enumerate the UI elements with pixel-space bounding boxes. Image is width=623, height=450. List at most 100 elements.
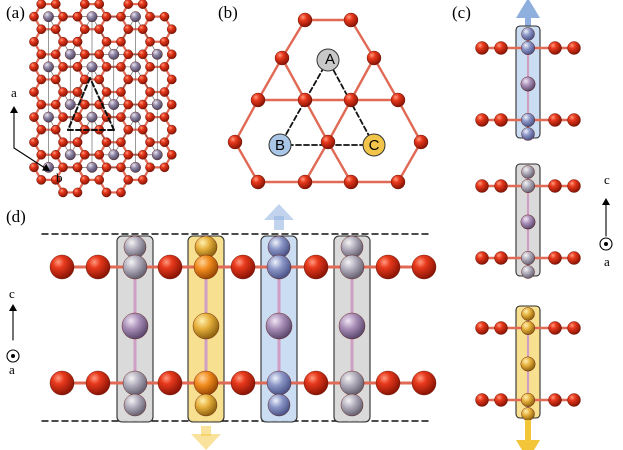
oxygen-atom (159, 162, 170, 173)
panel-b-sites-lattice (227, 12, 429, 190)
oxygen-atom (58, 11, 68, 22)
oxygen-atom (166, 24, 177, 35)
oxygen-atom (475, 179, 489, 193)
cation-atom (108, 149, 120, 161)
oxygen-atom (50, 0, 61, 9)
oxygen-atom (137, 49, 148, 60)
oxygen-atom (116, 162, 126, 173)
oxygen-atom (166, 124, 177, 135)
oxygen-atom (303, 370, 329, 396)
oxygen-atom (123, 74, 134, 85)
oxygen-atom (159, 11, 170, 22)
cation-link (69, 66, 93, 105)
oxygen-atom (250, 92, 266, 108)
shift-arrow-up-head (264, 204, 294, 220)
cation-atom (520, 356, 536, 372)
oxygen-atom (94, 24, 105, 35)
lattice-bond (303, 98, 330, 144)
cation-atom (338, 312, 366, 340)
oxygen-atom (58, 36, 68, 47)
panel-d-stacking (6, 204, 437, 450)
oxygen-atom (411, 370, 437, 396)
shift-arrow-up-head (516, 0, 540, 18)
cation-atom (64, 149, 76, 161)
cation-atom (521, 250, 536, 265)
oxygen-atom (494, 41, 508, 55)
oxygen-atom (101, 36, 112, 47)
cation-link (69, 116, 93, 156)
oxygen-atom (49, 254, 75, 280)
oxygen-atom (343, 92, 359, 108)
cation-atom (340, 235, 364, 259)
oxygen-atom (366, 50, 382, 66)
oxygen-atom (72, 11, 83, 22)
cation-atom (521, 178, 536, 193)
cation-atom (521, 407, 535, 421)
oxygen-atom (72, 87, 83, 97)
oxygen-atom (72, 62, 83, 72)
oxygen-atom (94, 149, 105, 160)
panel-c-label: (c) (452, 3, 471, 22)
oxygen-atom (230, 370, 256, 396)
cation-atom (86, 11, 98, 23)
oxygen-atom (548, 251, 562, 265)
lattice-bond (349, 18, 376, 60)
cation-atom (194, 393, 218, 417)
oxygen-atom (145, 11, 155, 22)
oxygen-atom (166, 99, 177, 110)
oxygen-atom (494, 321, 508, 335)
oxygen-atom (297, 92, 313, 108)
stacking-triangle-edge (89, 77, 115, 131)
oxygen-atom (413, 134, 429, 150)
cation-link (91, 116, 115, 156)
cation-link (113, 116, 136, 156)
lattice-bond (280, 18, 307, 60)
cation-atom (521, 27, 535, 41)
oxygen-atom (157, 254, 183, 280)
lattice-bond (349, 56, 376, 102)
cation-atom (130, 11, 141, 23)
cation-atom (520, 214, 536, 230)
cation-atom (130, 161, 141, 173)
oxygen-atom (145, 87, 155, 97)
cation-atom (521, 307, 535, 321)
oxygen-atom (274, 50, 290, 66)
lattice-bond (326, 98, 353, 144)
cation-atom (43, 11, 54, 23)
cation-atom (108, 99, 120, 110)
oxygen-atom (475, 321, 489, 335)
oxygen-atom (137, 124, 148, 135)
oxygen-atom (123, 149, 134, 160)
oxygen-atom (137, 99, 148, 110)
oxygen-atom (79, 99, 90, 110)
cation-atom (43, 111, 54, 123)
oxygen-atom (567, 179, 581, 193)
site-B-label: B (275, 137, 285, 154)
oxygen-atom (50, 24, 61, 35)
cation-atom (265, 312, 293, 340)
oxygen-atom (123, 175, 134, 185)
cation-link (113, 66, 136, 105)
axis-a-dot-icon (604, 242, 608, 246)
oxygen-atom (166, 49, 177, 60)
oxygen-atom (494, 179, 508, 193)
oxygen-atom (72, 137, 83, 148)
oxygen-atom (137, 149, 148, 160)
oxygen-atom (50, 74, 61, 85)
oxygen-atom (79, 149, 90, 160)
oxygen-atom (475, 393, 489, 407)
cation-atom (521, 393, 536, 408)
oxygen-atom (85, 254, 111, 280)
cation-atom (151, 48, 163, 60)
cation-link (135, 116, 158, 156)
oxygen-atom (116, 11, 126, 22)
axis-b-line (13, 147, 49, 171)
oxygen-atom (137, 74, 148, 85)
oxygen-atom (58, 87, 68, 97)
oxygen-atom (29, 112, 39, 122)
cation-atom (192, 312, 220, 340)
cation-link (135, 66, 158, 105)
oxygen-atom (145, 112, 155, 122)
cation-atom (521, 127, 535, 141)
oxygen-atom (79, 49, 90, 60)
